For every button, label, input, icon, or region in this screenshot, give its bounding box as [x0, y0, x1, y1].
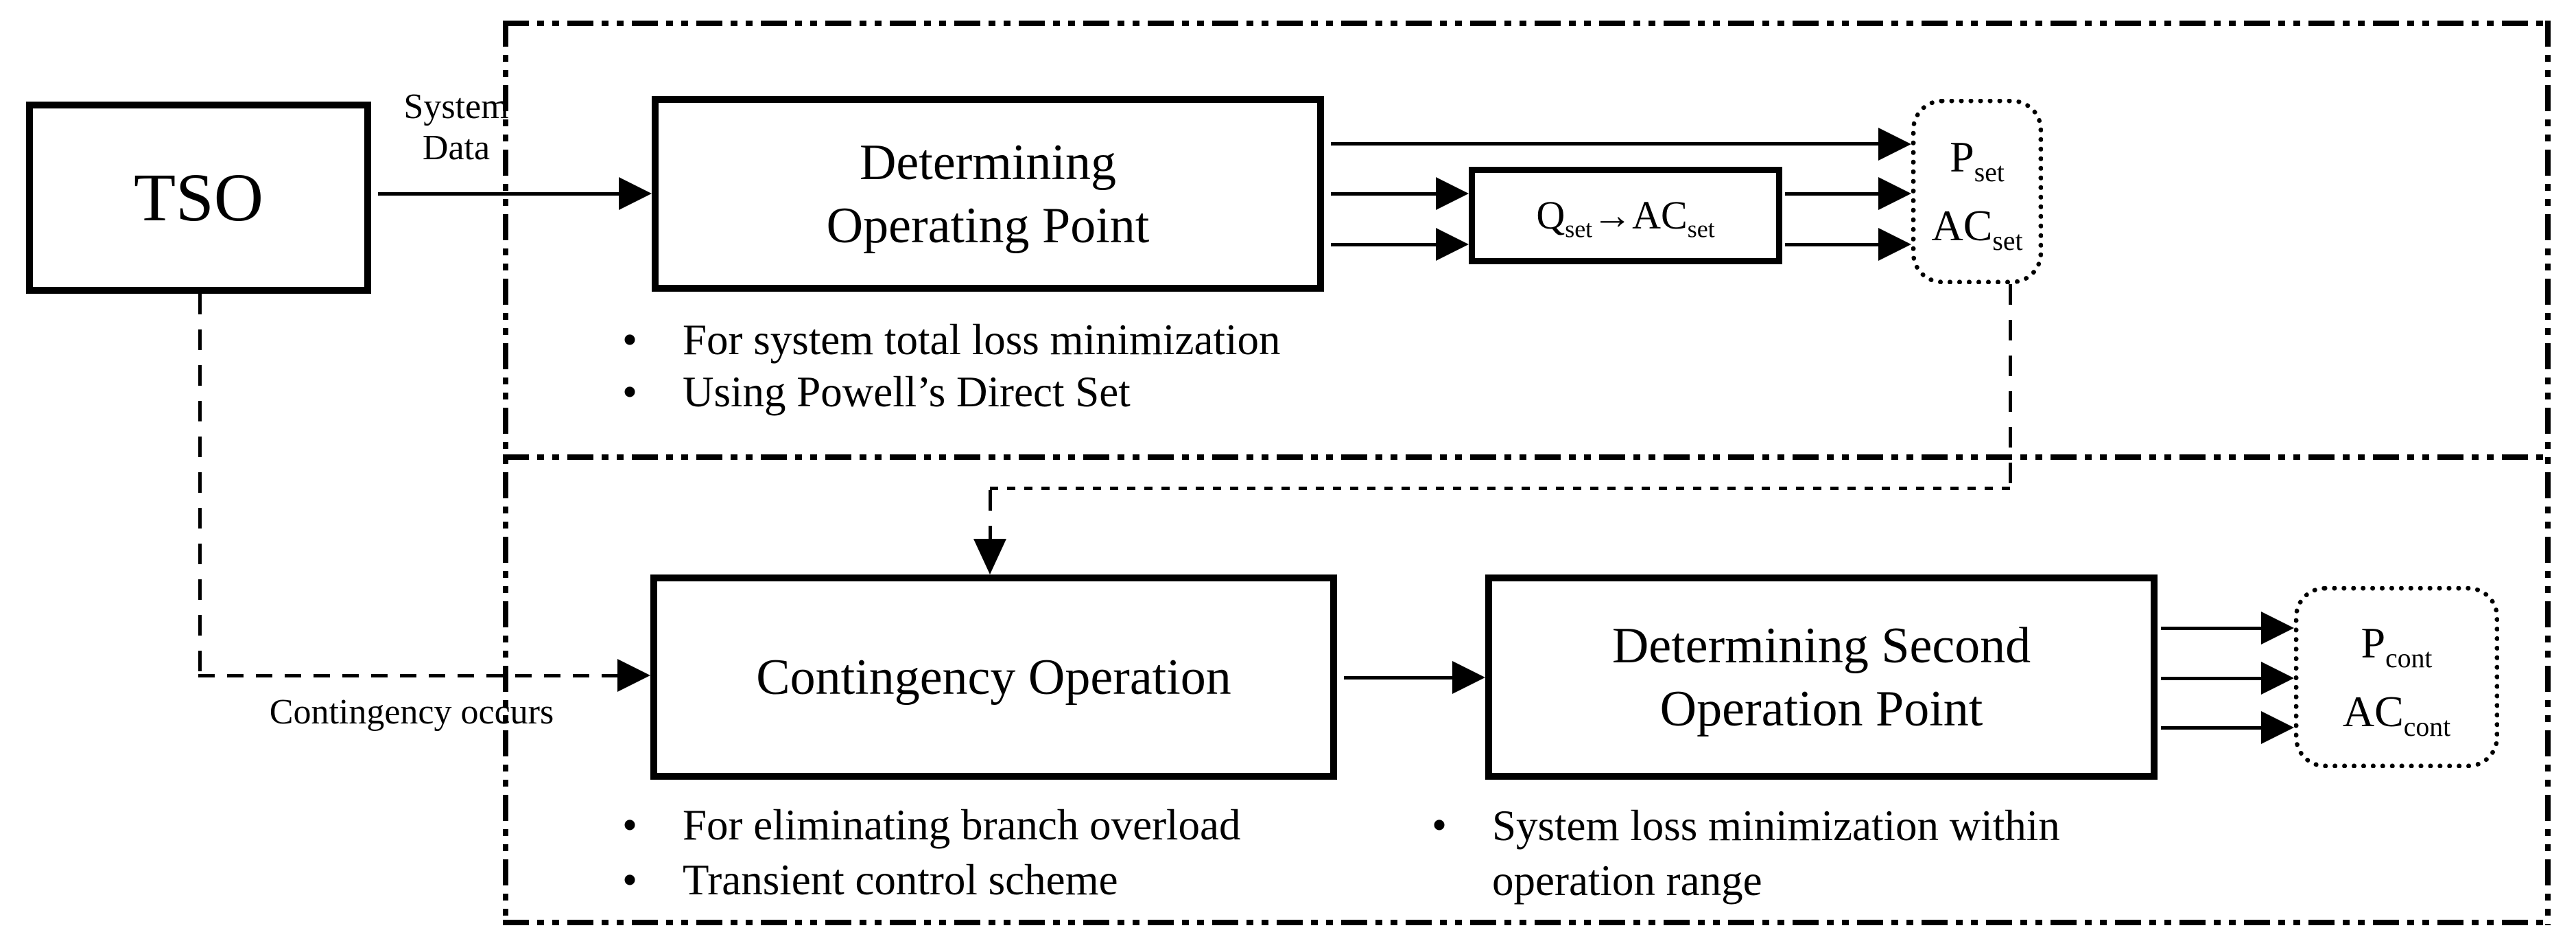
dsop-title-line2: Operation Point: [1659, 680, 1983, 737]
contingency-line-horizontal: [198, 674, 617, 677]
pset-label: Pset: [1950, 123, 2005, 191]
qbox-output-line-top: [1785, 192, 1878, 196]
arrow-co-to-dsop-line: [1344, 676, 1452, 680]
ac-subscript: set: [1992, 225, 2023, 256]
contingency-occurs-label: Contingency occurs: [269, 693, 554, 732]
frame-border-right: [2545, 21, 2551, 925]
pcont-accont-box: Pcont ACcont: [2294, 586, 2499, 768]
p-symbol: P: [2361, 618, 2386, 667]
contingency-line-vertical: [198, 294, 202, 675]
stage2-bullet-1-text: For eliminating branch overload: [683, 801, 1241, 849]
qbox-output-line-bottom: [1785, 243, 1878, 246]
frame-divider: [503, 454, 2551, 460]
dsop-output-line-top: [2161, 627, 2261, 630]
dop-output-mid-arrowhead: [1436, 177, 1469, 210]
acset-label: ACset: [1932, 191, 2023, 260]
feedback-arrowhead: [973, 539, 1006, 574]
feedback-line-vertical-from-pset: [2009, 284, 2012, 487]
frame-border-bottom: [503, 920, 2551, 925]
arrow-co-to-dsop-arrowhead: [1452, 661, 1485, 694]
stage2-bullet-3-text: System loss minimization within operatio…: [1492, 802, 2060, 905]
p-subscript: cont: [2385, 642, 2433, 673]
ac-symbol: AC: [2342, 686, 2404, 736]
tso-box: TSO: [26, 102, 371, 294]
frame-border-top: [503, 21, 2551, 26]
pset-acset-box: Pset ACset: [1911, 99, 2043, 284]
tso-label: TSO: [134, 159, 263, 235]
determining-operating-point-box: Determining Operating Point: [652, 96, 1324, 292]
p-subscript: set: [1974, 156, 2005, 187]
stage2-bullet-2: • Transient control scheme: [614, 853, 1118, 907]
bullet-dot: •: [622, 368, 638, 416]
dop-output-line-bottom: [1331, 243, 1436, 246]
dop-title-line1: Determining: [859, 134, 1116, 191]
feedback-line-vertical-to-contingency: [989, 490, 992, 539]
dop-output-top-arrowhead: [1878, 128, 1911, 161]
qbox-output-bottom-arrowhead: [1878, 228, 1911, 261]
stage2-bullet-1: • For eliminating branch overload: [614, 798, 1241, 852]
contingency-operation-label: Contingency Operation: [756, 649, 1231, 706]
determining-second-operation-point-box: Determining Second Operation Point: [1485, 574, 2158, 780]
stage2-bullet-3: • System loss minimization within operat…: [1423, 798, 2206, 908]
contingency-operation-box: Contingency Operation: [650, 574, 1337, 780]
system-data-line2: Data: [422, 128, 491, 167]
dop-output-bottom-arrowhead: [1436, 228, 1469, 261]
dop-output-line-top: [1331, 142, 1878, 146]
dsop-output-top-arrowhead: [2261, 612, 2294, 645]
accont-label: ACcont: [2343, 677, 2450, 746]
dsop-title-line1: Determining Second: [1611, 617, 2031, 674]
stage1-bullet-2-text: Using Powell’s Direct Set: [683, 368, 1131, 416]
contingency-arrowhead: [617, 659, 650, 692]
ac-symbol: AC: [1931, 201, 1993, 250]
dsop-output-line-mid: [2161, 677, 2261, 680]
feedback-line-horizontal: [990, 487, 2012, 490]
frame-border-left: [503, 21, 508, 925]
dsop-output-mid-arrowhead: [2261, 662, 2294, 695]
q-symbol: Q: [1536, 193, 1565, 237]
bullet-dot: •: [622, 856, 638, 904]
p-symbol: P: [1950, 132, 1974, 181]
arrow-tso-to-dop-arrowhead: [619, 177, 652, 210]
stage1-bullet-1: • For system total loss minimization: [614, 313, 1280, 367]
dsop-output-bottom-arrowhead: [2261, 711, 2294, 744]
dsop-output-line-bottom: [2161, 726, 2261, 730]
maps-to-arrow-icon: →: [1592, 193, 1633, 237]
pcont-label: Pcont: [2361, 609, 2433, 677]
dop-output-line-mid: [1331, 192, 1436, 196]
bullet-dot: •: [622, 801, 638, 849]
qset-to-acset-label: Qset→ACset: [1536, 191, 1715, 243]
qbox-output-top-arrowhead: [1878, 177, 1911, 210]
system-data-line1: System: [403, 87, 509, 126]
qset-to-acset-box: Qset→ACset: [1469, 167, 1782, 264]
bullet-dot: •: [1432, 801, 1447, 849]
ac-subscript: cont: [2403, 711, 2451, 742]
system-data-label: System Data: [370, 86, 542, 169]
bullet-dot: •: [622, 316, 638, 364]
arrow-tso-to-dop-line: [378, 192, 619, 196]
stage1-bullet-2: • Using Powell’s Direct Set: [614, 365, 1131, 419]
stage2-bullet-2-text: Transient control scheme: [683, 856, 1118, 904]
stage1-bullet-1-text: For system total loss minimization: [683, 316, 1281, 364]
ac-subscript: set: [1687, 215, 1715, 243]
q-subscript: set: [1565, 215, 1593, 243]
ac-symbol: AC: [1632, 193, 1688, 237]
dop-title-line2: Operating Point: [826, 197, 1150, 254]
